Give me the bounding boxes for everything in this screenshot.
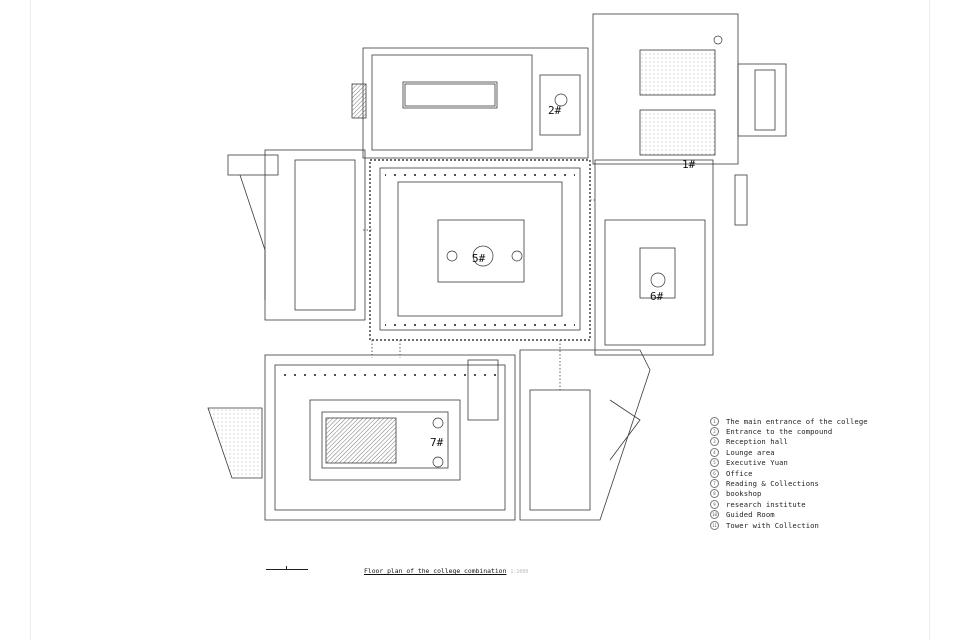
building-7-outline [207,354,516,521]
building-label-1: 1# [682,158,696,171]
round-features [432,35,723,468]
building-label-2: 2# [548,104,562,117]
building-label-5: 5# [472,252,486,265]
building-lower-right-outline [519,349,651,521]
sheet-right-edge [929,0,930,640]
caption-scale: 1:1000 [510,569,529,575]
caption-title: Floor plan of the college combination [364,567,507,575]
building-labels: 1# 2# 5# 6# 7# [430,104,696,449]
building-1-outline [592,13,787,226]
building-6-outline [594,159,714,356]
building-label-6: 6# [650,290,664,303]
column-grid [280,58,575,502]
corridor-lines [363,199,595,390]
building-label-7: 7# [430,436,444,449]
sheet-left-edge [30,0,31,640]
scale-bar [266,566,308,570]
building-5-outline [369,159,591,341]
building-left-outline [227,149,366,321]
building-2-outline [351,47,589,159]
